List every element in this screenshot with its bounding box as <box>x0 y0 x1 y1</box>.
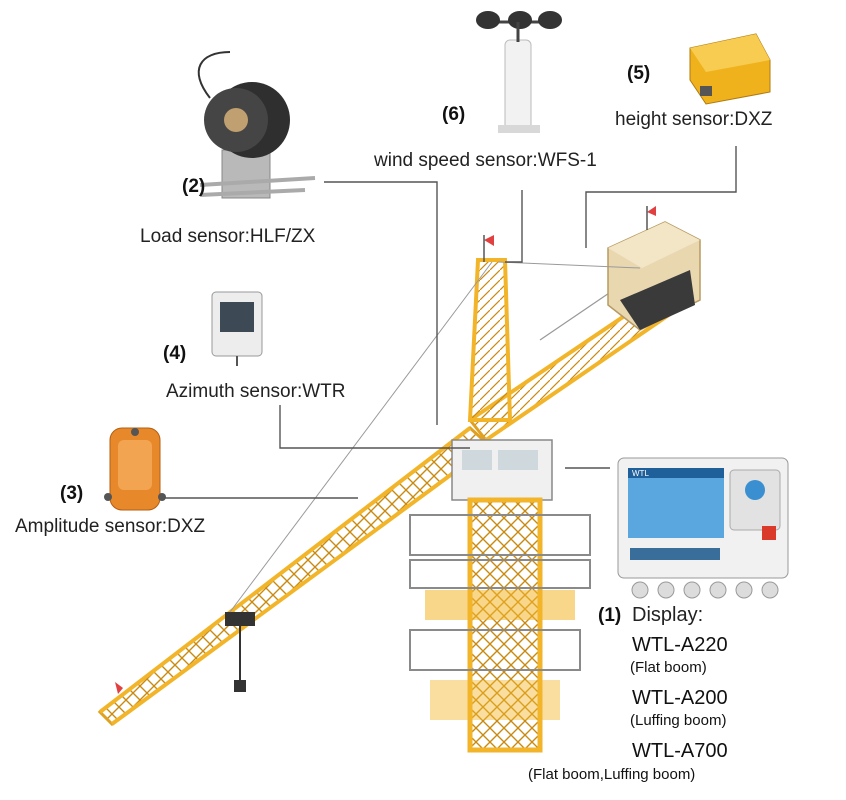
tower-head <box>229 235 641 613</box>
wind-sensor-label: wind speed sensor:WFS-1 <box>374 150 597 171</box>
height-sensor-device <box>689 33 771 105</box>
height-sensor-label: height sensor:DXZ <box>615 109 773 130</box>
leader-lines <box>160 146 737 499</box>
display-unit <box>617 457 789 599</box>
azimuth-sensor-device <box>211 291 263 366</box>
crane-mast <box>409 497 591 753</box>
display-model-1-note: (Flat boom) <box>630 659 707 676</box>
amplitude-sensor-device <box>104 427 166 511</box>
load-sensor-number: (2) <box>182 176 206 197</box>
wind-speed-sensor-device <box>476 11 562 133</box>
jib-tip-flag <box>115 682 123 694</box>
operator-cab <box>451 439 553 501</box>
counterweight-flag <box>647 206 656 216</box>
wind-sensor-number: (6) <box>442 104 466 125</box>
height-sensor-number: (5) <box>627 63 651 84</box>
leader-wind <box>505 190 523 263</box>
leader-load <box>324 181 438 425</box>
tower-head-flag <box>484 235 494 246</box>
amplitude-sensor-number: (3) <box>60 483 84 504</box>
display-model-2-note: (Luffing boom) <box>630 712 727 729</box>
leader-azimuth <box>279 405 470 449</box>
display-number: (1) <box>598 605 622 626</box>
display-label: Display: <box>632 604 704 626</box>
display-model-2: WTL-A200 <box>632 687 728 709</box>
counterweight <box>607 206 701 331</box>
azimuth-sensor-label: Azimuth sensor:WTR <box>166 381 346 402</box>
leader-height <box>585 146 737 248</box>
load-sensor-label: Load sensor:HLF/ZX <box>140 226 316 247</box>
load-sensor-device <box>197 51 316 199</box>
tower-crane <box>97 206 701 753</box>
crane-jib <box>97 426 493 726</box>
display-model-1: WTL-A220 <box>632 634 728 656</box>
display-screen <box>628 468 724 538</box>
amplitude-sensor-label: Amplitude sensor:DXZ <box>15 516 206 537</box>
trolley-hook <box>225 612 255 692</box>
display-model-3-note: (Flat boom,Luffing boom) <box>528 766 696 783</box>
azimuth-sensor-number: (4) <box>163 343 187 364</box>
display-screen-brand: WTL <box>632 469 649 478</box>
display-model-3: WTL-A700 <box>632 740 728 762</box>
